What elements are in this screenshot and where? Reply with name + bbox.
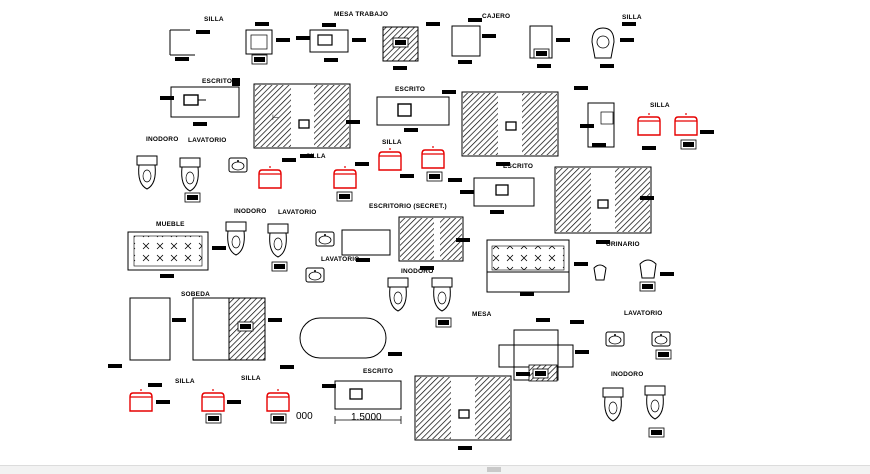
label-escrito-4: ESCRITO	[363, 368, 394, 375]
chair-block-top-2	[529, 25, 570, 68]
chair-red-9	[266, 389, 290, 412]
label-inodoro-4: INODORO	[611, 371, 644, 378]
inodoro-2	[225, 221, 247, 256]
sobeda-panels	[108, 297, 282, 368]
chair-red-6	[421, 146, 445, 169]
horizontal-scrollbar[interactable]	[0, 465, 870, 474]
dimension-partial: 000	[296, 411, 313, 422]
label-escrito-1: ESCRITO	[202, 78, 233, 85]
escrito-desk-3	[460, 177, 535, 214]
label-inodoro-1: INODORO	[146, 136, 179, 143]
label-mueble: MUEBLE	[156, 221, 185, 228]
chair-red-8	[201, 389, 225, 412]
chair-red-5	[378, 148, 402, 171]
escrito-desk-2	[376, 90, 456, 132]
tag-lavatorio-4	[655, 349, 672, 360]
label-silla-6: SILLA	[175, 378, 195, 385]
mueble-sofa	[127, 231, 226, 278]
label-silla-7: SILLA	[241, 375, 261, 382]
inodoro-2b	[267, 223, 289, 258]
tag-inodoro-4	[648, 427, 665, 438]
label-escrito-2: ESCRITO	[395, 86, 426, 93]
lavatorio-4b	[651, 331, 671, 347]
office-block-1: ⊢	[253, 83, 360, 158]
chair-red-3	[258, 166, 282, 189]
escrito-desk-bottom	[322, 380, 402, 424]
chair-red-7	[129, 389, 153, 412]
tag-inodoro-3	[435, 317, 452, 328]
label-silla-5: SILLA	[382, 139, 402, 146]
inodoro-4b	[644, 385, 666, 420]
label-inodoro-2: INODORO	[234, 208, 267, 215]
cajero-block	[451, 18, 496, 64]
label-urinario: URINARIO	[606, 241, 640, 248]
chair-tags-row3	[282, 158, 462, 202]
chair-red-1	[637, 113, 661, 136]
inodoro-3	[387, 277, 409, 312]
label-escritorio-secret: ESCRITORIO (SECRET.)	[369, 203, 447, 210]
office-block-3	[554, 166, 654, 244]
label-lavatorio-4: LAVATORIO	[624, 310, 663, 317]
urinario-block	[593, 259, 674, 292]
label-sobeda: SOBEDA	[181, 291, 211, 298]
silla-armchair	[591, 22, 636, 68]
oval-table	[280, 317, 402, 369]
silla-plan-1	[169, 29, 210, 61]
label-silla-2: SILLA	[622, 14, 642, 21]
label-silla-4: SILLA	[306, 153, 326, 160]
lavatorio-2	[315, 231, 335, 247]
label-silla-3: SILLA	[650, 102, 670, 109]
mesa-cross-block	[498, 318, 589, 382]
label-silla-1: SILLA	[204, 16, 224, 23]
escritorio-secret-block	[398, 216, 470, 270]
chair-tags-bottom	[148, 383, 287, 424]
escrito-desk-1	[160, 78, 240, 126]
svg-text:⊢: ⊢	[272, 113, 279, 122]
lavatorio-4	[605, 331, 625, 347]
chair-block-right	[580, 102, 615, 148]
hatched-block-top	[382, 22, 440, 70]
chair-red-4	[333, 166, 357, 189]
inodoro-1	[136, 155, 158, 190]
label-mesa: MESA	[472, 311, 492, 318]
label-lavatorio-1: LAVATORIO	[188, 137, 227, 144]
scrollbar-thumb[interactable]	[487, 467, 501, 472]
label-escrito-3: ESCRITO	[503, 163, 534, 170]
inodoro-3b	[431, 277, 453, 312]
secret-desk	[341, 229, 391, 262]
tag-inodoro-1	[184, 192, 201, 203]
inodoro-1b	[179, 157, 201, 192]
lavatorio-3	[305, 267, 325, 283]
label-lavatorio-2: LAVATORIO	[278, 209, 317, 216]
tag-inodoro-2	[271, 261, 288, 272]
office-block-bottom	[414, 372, 530, 450]
lavatorio-1	[228, 157, 248, 173]
office-block-2	[461, 86, 588, 166]
label-inodoro-3: INODORO	[401, 268, 434, 275]
label-cajero: CAJERO	[482, 13, 511, 20]
chair-tag-right	[642, 130, 714, 150]
chair-block-top	[245, 22, 290, 65]
mesa-trabajo-block	[296, 23, 366, 62]
label-mesa-trabajo: MESA TRABAJO	[334, 11, 389, 18]
dimension-width: 1.5000	[351, 412, 382, 423]
sofa-large	[486, 239, 588, 296]
inodoro-4	[602, 387, 624, 422]
chair-red-2	[674, 113, 698, 136]
label-lavatorio-3: LAVATORIO	[321, 256, 360, 263]
